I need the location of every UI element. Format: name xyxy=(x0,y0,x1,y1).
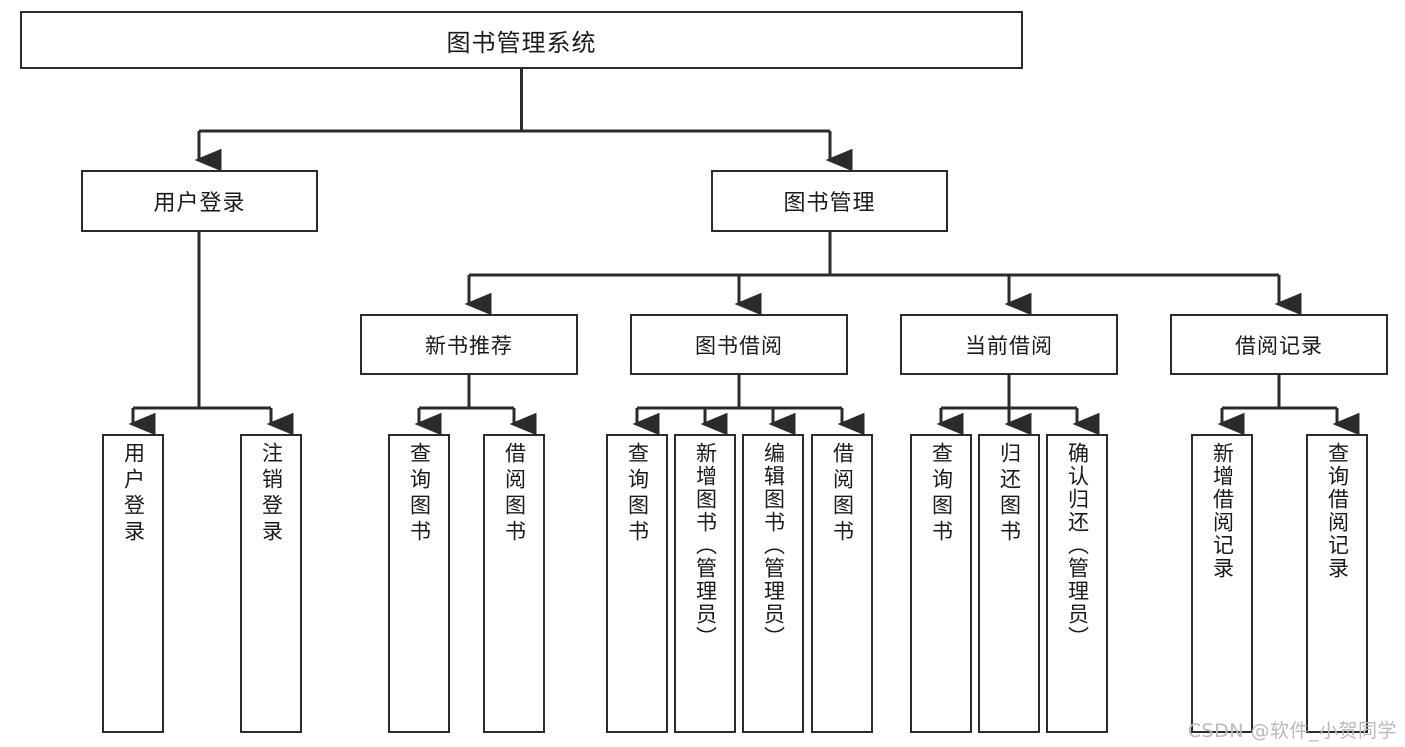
node-label: 新增借阅记录 xyxy=(1210,442,1235,580)
node-label: 新书推荐 xyxy=(425,333,513,358)
leaf-recommend-borrow-book[interactable]: 借阅图书 xyxy=(483,434,545,733)
node-current-borrow[interactable]: 当前借阅 xyxy=(900,314,1118,375)
node-label: 图书借阅 xyxy=(695,333,783,358)
node-label: 当前借阅 xyxy=(965,333,1053,358)
node-label: 借阅图书 xyxy=(502,442,527,546)
node-new-book-recommend[interactable]: 新书推荐 xyxy=(360,314,578,375)
node-book-management[interactable]: 图书管理 xyxy=(711,170,948,232)
node-book-borrow[interactable]: 图书借阅 xyxy=(630,314,848,375)
node-label: 编辑图书（管理员） xyxy=(761,442,786,649)
node-label: 查询图书 xyxy=(625,442,650,546)
leaf-user-login[interactable]: 用户登录 xyxy=(102,434,164,733)
node-label: 归还图书 xyxy=(997,442,1022,546)
node-label: 查询借阅记录 xyxy=(1325,442,1350,580)
node-borrow-record[interactable]: 借阅记录 xyxy=(1170,314,1388,375)
leaf-borrow-query-book[interactable]: 查询图书 xyxy=(606,434,668,733)
leaf-user-logout[interactable]: 注销登录 xyxy=(240,434,302,733)
watermark-text: CSDN @软件_小贺同学 xyxy=(1187,720,1397,742)
leaf-recommend-query-book[interactable]: 查询图书 xyxy=(388,434,450,733)
leaf-record-query-record[interactable]: 查询借阅记录 xyxy=(1306,434,1368,733)
leaf-borrow-edit-book-admin[interactable]: 编辑图书（管理员） xyxy=(742,434,804,733)
leaf-current-confirm-return-admin[interactable]: 确认归还（管理员） xyxy=(1046,434,1108,733)
node-label: 注销登录 xyxy=(259,442,284,546)
node-label: 用户登录 xyxy=(153,191,246,216)
leaf-borrow-add-book-admin[interactable]: 新增图书（管理员） xyxy=(674,434,736,733)
leaf-record-add-record[interactable]: 新增借阅记录 xyxy=(1191,434,1253,733)
node-label: 查询图书 xyxy=(407,442,432,546)
node-label: 借阅图书 xyxy=(830,442,855,546)
node-label: 借阅记录 xyxy=(1235,333,1323,358)
leaf-borrow-borrow-book[interactable]: 借阅图书 xyxy=(811,434,873,733)
node-label: 用户登录 xyxy=(121,442,146,546)
node-label: 确认归还（管理员） xyxy=(1065,442,1090,649)
node-label: 查询图书 xyxy=(929,442,954,546)
leaf-current-query-book[interactable]: 查询图书 xyxy=(910,434,972,733)
leaf-current-return-book[interactable]: 归还图书 xyxy=(978,434,1040,733)
node-user-login[interactable]: 用户登录 xyxy=(81,170,318,232)
node-label: 新增图书（管理员） xyxy=(693,442,718,649)
node-root-system[interactable]: 图书管理系统 xyxy=(20,11,1023,69)
node-label: 图书管理 xyxy=(783,191,876,216)
node-label: 图书管理系统 xyxy=(446,28,597,57)
